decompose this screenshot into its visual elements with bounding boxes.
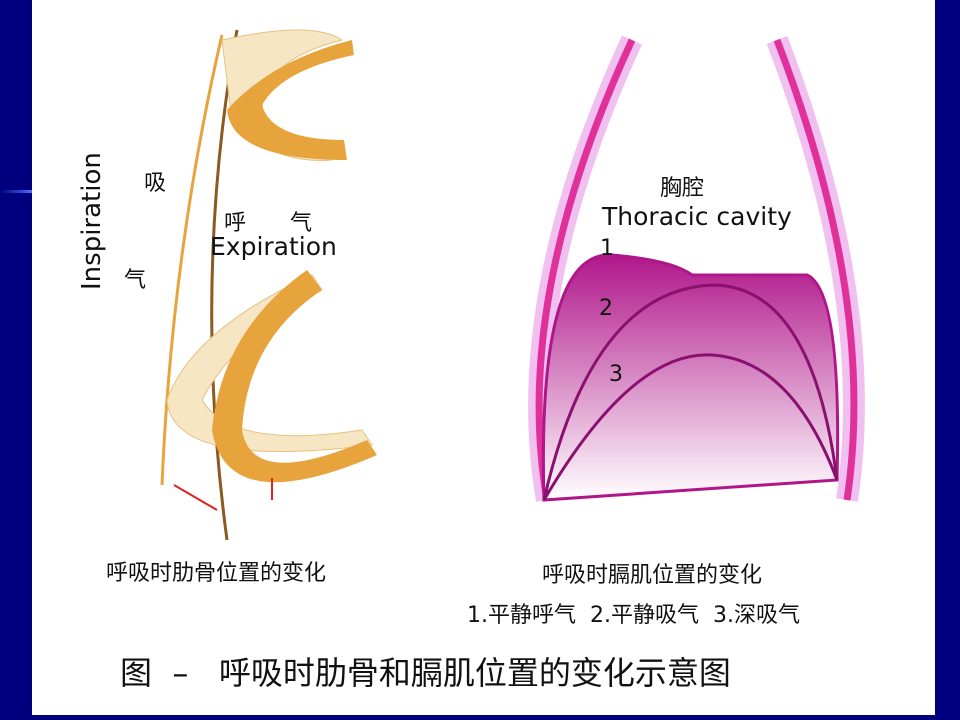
expiration-line	[210, 29, 239, 541]
inspiration-en-label: Inspiration	[77, 152, 107, 290]
curve-label-3: 3	[609, 362, 623, 387]
inspiration-cn-label-2: 气	[124, 268, 147, 293]
inspiration-line	[160, 34, 224, 486]
rib-caption: 呼吸时肋骨位置的变化	[106, 561, 327, 586]
lower-rib-expiration	[212, 270, 377, 483]
upper-rib-expiration	[227, 40, 354, 160]
expiration-en-label: Expiration	[210, 232, 337, 261]
curve-label-1: 1	[600, 236, 614, 261]
inspiration-cn-label-1: 吸	[144, 171, 167, 196]
red-arrow-1	[173, 484, 218, 511]
diaphragm-curve-1	[541, 253, 840, 502]
diaphragm-diagram	[528, 35, 865, 502]
rib-diagram	[160, 29, 377, 541]
slide: Inspiration 吸 气 呼 气 Expiration 呼吸时肋骨位置的变…	[32, 0, 935, 715]
diaphragm-legend: 1.平静呼气 2.平静吸气 3.深吸气	[467, 603, 800, 628]
curve-label-2: 2	[599, 296, 613, 321]
expiration-cn-label-1: 呼	[224, 211, 247, 236]
border-accent-line	[0, 190, 32, 193]
expiration-cn-label-2: 气	[290, 211, 313, 236]
figure-title: 图 – 呼吸时肋骨和膈肌位置的变化示意图	[120, 654, 731, 692]
thoracic-en-label: Thoracic cavity	[602, 202, 792, 231]
diaphragm-curve-2	[542, 283, 839, 501]
lower-rib-inspiration	[166, 274, 373, 453]
diaphragm-caption: 呼吸时膈肌位置的变化	[542, 563, 763, 588]
diagrams	[160, 29, 865, 541]
diaphragm-curve-3	[542, 353, 839, 501]
thoracic-cn-label: 胸腔	[660, 176, 705, 201]
